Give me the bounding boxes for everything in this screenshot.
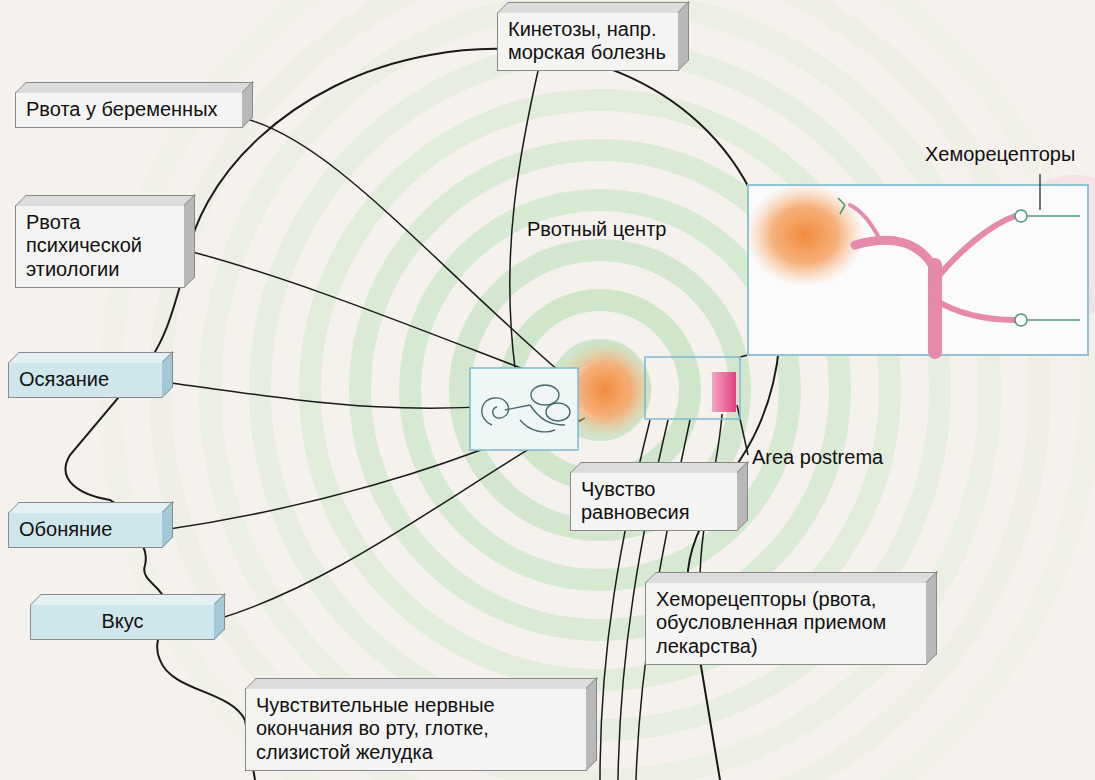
box-top-face [15,195,196,206]
box-text: Чувство равновесия [581,478,727,525]
box-side-face [737,461,748,531]
box-top-face [497,2,690,13]
box-text: Чувствительные нервные окончания во рту,… [256,694,576,764]
label-box: Осязание [8,362,163,398]
annotation-label: Хеморецепторы [925,143,1075,166]
area-postrema [712,372,736,412]
box-top-face [8,352,174,363]
box-text: Рвота психической этиологии [26,211,174,281]
label-box: Хеморецепторы (рвота, обусловленная прие… [645,582,927,665]
box-text: Осязание [19,368,152,391]
box-text: Вкус [41,610,204,633]
label-box: Чувство равновесия [570,472,738,531]
box-side-face [184,194,195,288]
label-box: Рвота у беременных [15,92,243,128]
label-box: Обоняние [8,512,163,548]
pathway-lines [163,62,748,780]
annotation-label: Рвотный центр [527,218,666,241]
annotation-label: Area postrema [752,446,883,469]
box-side-face [586,677,597,771]
box-text: Кинетозы, напр. морская болезнь [508,18,668,65]
box-text: Рвота у беременных [26,98,232,121]
box-top-face [30,594,226,605]
label-box: Кинетозы, напр. морская болезнь [497,12,679,71]
label-box: Вкус [30,604,215,640]
box-text: Обоняние [19,518,152,541]
box-top-face [245,678,598,689]
box-text: Хеморецепторы (рвота, обусловленная прие… [656,588,916,658]
chemoreceptor-inset [745,174,1088,355]
label-box: Чувствительные нервные окончания во рту,… [245,688,587,771]
box-top-face [570,462,749,473]
box-top-face [645,572,938,583]
box-top-face [8,502,174,513]
head-outline [66,49,781,780]
background-rings [110,0,1090,780]
box-side-face [926,571,937,665]
box-top-face [15,82,254,93]
box-side-face [678,1,689,71]
detail-frame [645,357,740,419]
label-box: Рвота психической этиологии [15,205,185,288]
inner-ear [470,368,578,450]
